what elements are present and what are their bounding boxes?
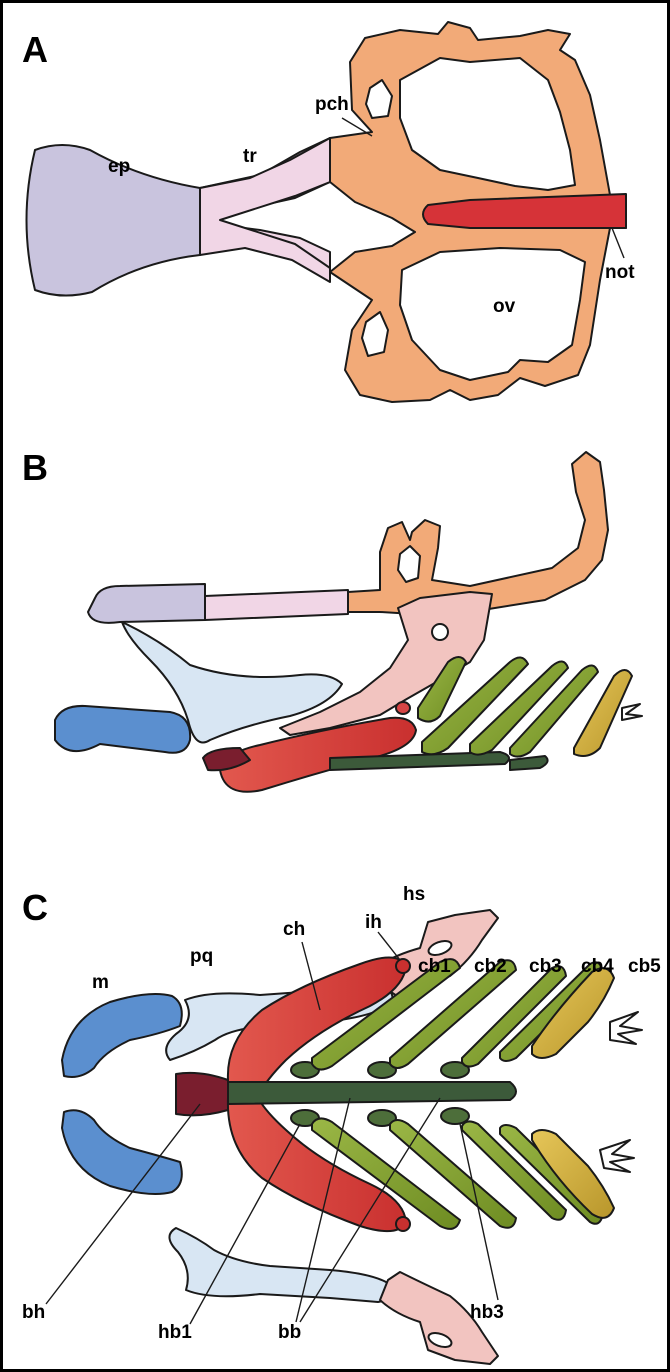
label-bh: bh — [22, 1302, 45, 1323]
teeth-lateral — [622, 704, 642, 720]
panel-b: B — [22, 447, 642, 792]
label-not: not — [605, 262, 635, 283]
panel-a: A ep tr pch not ov — [22, 22, 635, 402]
label-bb: bb — [278, 1322, 301, 1343]
basihyal — [176, 1073, 228, 1115]
interhyal-lateral — [396, 702, 410, 714]
label-cb5: cb5 — [628, 956, 661, 977]
panel-c: C — [22, 884, 661, 1364]
label-cb4: cb4 — [581, 956, 614, 977]
label-hb3: hb3 — [470, 1302, 504, 1323]
neurocranium-lateral — [348, 452, 608, 615]
hyosymplectic-foramen — [432, 624, 448, 640]
label-cb1: cb1 — [418, 956, 451, 977]
ceratobranchial-2-lower — [390, 1120, 516, 1228]
teeth-upper — [610, 1012, 642, 1044]
label-ih: ih — [365, 912, 382, 933]
label-m: m — [92, 972, 109, 993]
label-pch: pch — [315, 94, 349, 115]
meckel-cartilage-upper — [62, 994, 182, 1077]
label-tr: tr — [243, 146, 257, 167]
interhyal-lower — [396, 1217, 410, 1231]
panel-c-letter: C — [22, 887, 48, 928]
leader-ih — [378, 932, 400, 960]
label-hb1: hb1 — [158, 1322, 192, 1343]
interhyal-upper — [396, 959, 410, 973]
leader-not — [612, 228, 624, 258]
ethmoid-plate-lateral — [88, 584, 205, 623]
panel-a-letter: A — [22, 29, 48, 70]
label-ch: ch — [283, 919, 305, 940]
label-ep: ep — [108, 156, 130, 177]
panel-b-letter: B — [22, 447, 48, 488]
label-cb3: cb3 — [529, 956, 562, 977]
basibranchial-lateral-2 — [510, 756, 548, 770]
palatoquadrate-lower — [169, 1228, 392, 1302]
basibranchial — [228, 1082, 516, 1104]
label-pq: pq — [190, 946, 213, 967]
trabecula-junction — [200, 138, 330, 282]
label-cb2: cb2 — [474, 956, 507, 977]
label-ov: ov — [493, 296, 516, 317]
trabecula-lateral — [205, 590, 348, 620]
meckel-cartilage-lateral — [55, 706, 190, 753]
teeth-lower — [600, 1140, 634, 1172]
label-hs: hs — [403, 884, 425, 905]
